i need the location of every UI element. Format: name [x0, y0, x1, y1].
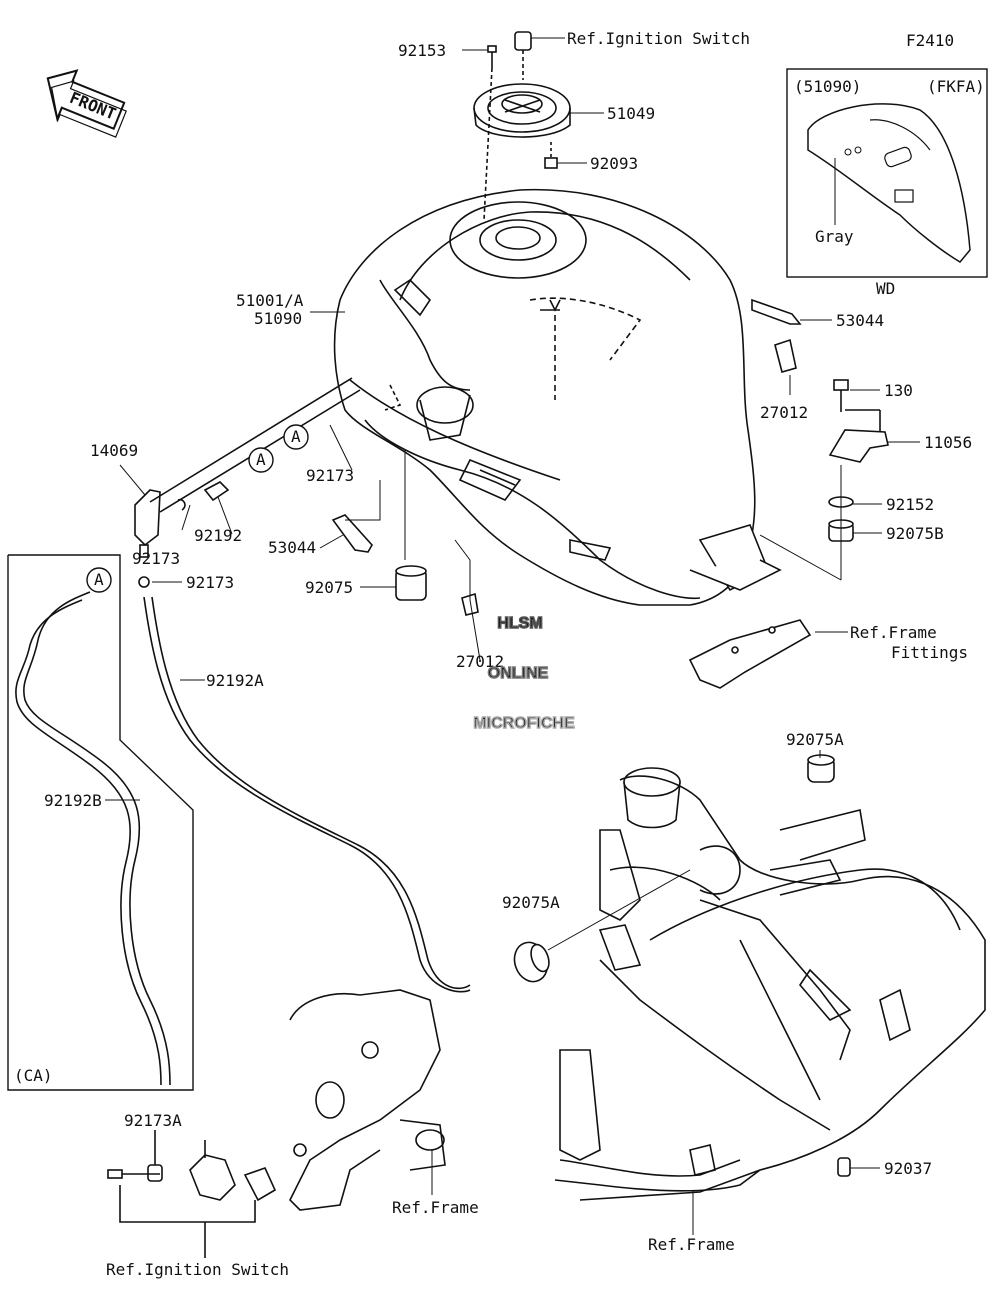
nut-92093-icon [544, 142, 558, 169]
callout-92173-lower: 92173 [186, 573, 234, 592]
callout-92075A-top: 92075A [786, 730, 844, 749]
tank-rear-bracket [689, 524, 782, 592]
callout-92093: 92093 [590, 154, 638, 173]
callout-51049: 51049 [607, 104, 655, 123]
callout-ref-frame-fittings-1: Ref.Frame [850, 623, 937, 642]
callout-92153: 92153 [398, 41, 446, 60]
rubber-strip-53044-left [331, 514, 373, 553]
callout-ref-frame-lower: Ref.Frame [392, 1198, 479, 1217]
watermark-line-1: HLSM [497, 615, 542, 632]
callout-53044-right: 53044 [836, 311, 884, 330]
damper-92075A-top-icon [807, 750, 835, 783]
ignition-switch-assembly [107, 1130, 277, 1258]
callout-27012-mid: 27012 [456, 652, 504, 671]
callout-51090: 51090 [254, 309, 302, 328]
callout-51001: 51001/A [236, 291, 304, 310]
callout-11056: 11056 [924, 433, 972, 452]
callout-130: 130 [884, 381, 913, 400]
ignition-cylinder-icon [514, 31, 532, 80]
svg-text:A: A [94, 570, 104, 589]
inset-ca-box: (CA) [7, 554, 194, 1091]
callout-92075B: 92075B [886, 524, 944, 543]
callout-92173A: 92173A [124, 1111, 182, 1130]
callout-92173-upper: 92173 [306, 466, 354, 485]
callout-53044-left: 53044 [268, 538, 316, 557]
front-arrow-icon: FRONT [46, 69, 127, 138]
fuel-cap [473, 83, 571, 138]
callout-92152: 92152 [886, 495, 934, 514]
callout-92192A: 92192A [206, 671, 264, 690]
damper-92075A-left-icon [513, 869, 691, 983]
label-27012-right-icon [774, 338, 797, 373]
frame-fittings-plate [688, 619, 812, 689]
leader-lines-upper [310, 37, 920, 633]
inset-wd-color: Gray [815, 227, 854, 246]
breather-hose-assembly [134, 377, 471, 993]
rubber-strip-53044-right [751, 298, 802, 325]
callout-92075A-left: 92075A [502, 893, 560, 912]
leader-lines-lower [431, 750, 880, 1235]
fuel-tank [333, 188, 756, 606]
marker-a-upper: A [248, 447, 274, 473]
inset-ca-label: (CA) [14, 1066, 53, 1085]
watermark-line-3: MICROFICHE [473, 715, 575, 732]
inset-wd-region: WD [876, 279, 895, 298]
callout-14069: 14069 [90, 441, 138, 460]
inset-wd-box: (51090) (FKFA) Gray WD [786, 68, 988, 298]
callout-27012-right: 27012 [760, 403, 808, 422]
screw-92153-icon [483, 45, 497, 221]
label-27012-mid-icon [461, 592, 479, 616]
inset-wd-model: (FKFA) [927, 77, 985, 96]
marker-a-mid: A [283, 424, 309, 450]
figure-code: F2410 [906, 31, 954, 50]
callout-ref-ignition-bottom: Ref.Ignition Switch [106, 1260, 289, 1279]
callout-ref-frame-bottom: Ref.Frame [648, 1235, 735, 1254]
inset-wd-part: (51090) [794, 77, 861, 96]
callout-ref-ignition-top: Ref.Ignition Switch [567, 29, 750, 48]
steering-head-bracket [289, 989, 446, 1211]
callout-92037: 92037 [884, 1159, 932, 1178]
leader-diagonal-right [759, 534, 842, 581]
damper-92075-icon [395, 565, 427, 601]
bolt-130-icon [833, 379, 849, 412]
svg-text:A: A [291, 427, 301, 446]
bolt-92037-icon [837, 1157, 851, 1177]
motorcycle-frame [554, 767, 986, 1201]
watermark-line-2: ONLINE [488, 665, 549, 682]
callout-92192B: 92192B [44, 791, 102, 810]
callout-92192: 92192 [194, 526, 242, 545]
leader-lines-left [105, 424, 481, 801]
watermark: HLSM ONLINE MICROFICHE [473, 614, 576, 733]
svg-text:A: A [256, 450, 266, 469]
callout-ref-frame-fittings-2: Fittings [891, 643, 968, 662]
callout-92173-mid: 92173 [132, 549, 180, 568]
marker-a-inset: A [86, 567, 112, 593]
callout-92075: 92075 [305, 578, 353, 597]
bracket-11056-icon [828, 409, 889, 463]
